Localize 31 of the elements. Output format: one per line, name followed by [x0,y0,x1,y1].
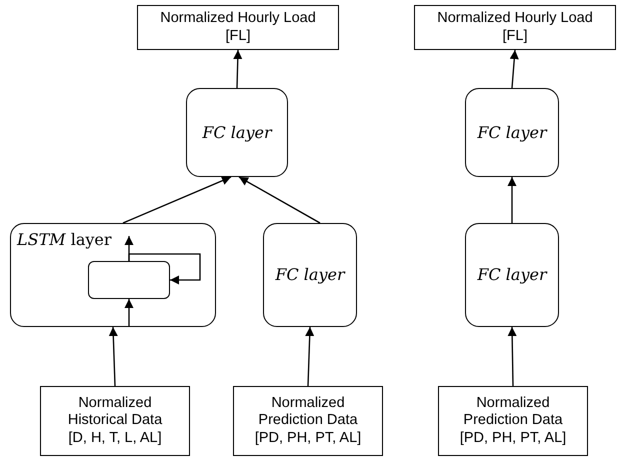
layer-label: FC layer [477,265,547,285]
data-box [414,5,616,50]
arrow [108,326,118,386]
data-box [233,386,383,456]
box-label: Normalized Historical Data [D, H, T, L, AL] [66,394,164,448]
arrow [233,50,242,88]
layer-label: FC layer [477,122,547,142]
box-label: Normalized Prediction Data [PD, PH, PT, AL] [254,394,362,448]
layer-box [10,223,216,327]
layer-label: LSTM layer [17,230,112,250]
box-label: Normalized Hourly Load [FL] [159,10,317,45]
layer-label: FC layer [202,122,272,142]
data-box [438,386,588,456]
layer-box [465,88,559,177]
data-box [137,5,339,50]
arrow [305,326,314,386]
box-label: Normalized Hourly Load [FL] [436,10,594,45]
layer-box [263,223,357,327]
box-label: Normalized Prediction Data [PD, PH, PT, AL] [458,394,568,448]
arrow [128,253,201,285]
arrow [508,326,517,386]
arrow [122,176,232,224]
arrow [510,50,519,88]
layer-box [465,223,559,327]
layer-box [186,88,288,177]
arrow [238,176,320,224]
data-box [40,386,190,456]
layer-label: FC layer [275,265,345,285]
arrow [507,177,517,223]
arrow [124,299,134,327]
cell-box [88,260,170,298]
